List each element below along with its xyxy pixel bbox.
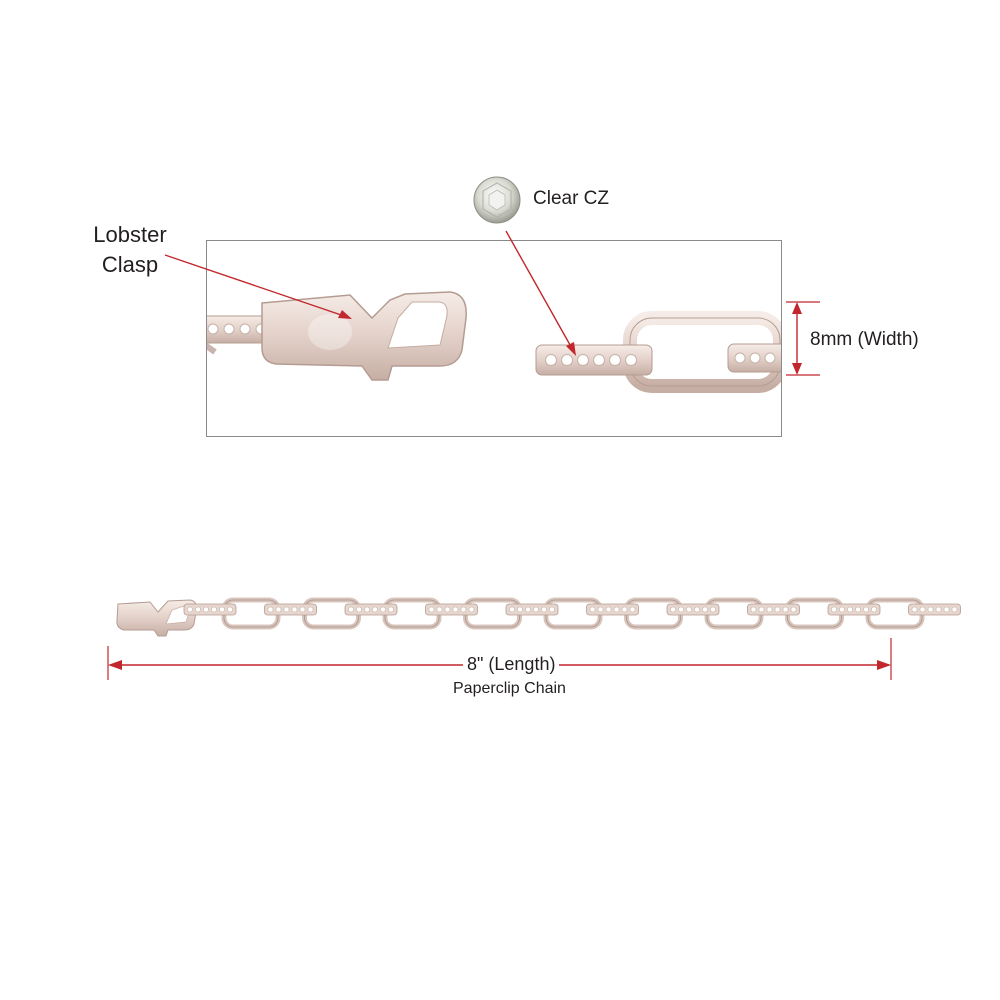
cz-bar-link-small [425,603,478,616]
cz-bar-link-small [908,603,961,616]
bracelet-full-view [116,597,961,637]
cz-pointer-arrow [566,342,576,356]
clasp-pointer-line [164,254,351,319]
cz-row [545,354,637,366]
cz-bar-link-small [264,603,317,616]
cz-bar-link-small [183,603,237,616]
cz-pointer-line [505,230,575,353]
cz-bar-link-small [827,603,881,616]
cz-bar-link-small [666,603,720,616]
cz-stone-icon [473,176,521,224]
clasp-label-line1: Lobster [93,222,167,247]
clasp-callout-label: Lobster Clasp [74,220,186,280]
stone-callout-label: Clear CZ [533,188,610,209]
length-dimension-label: 8" (Length) [463,654,560,675]
cz-bar-link-small [747,603,800,616]
detail-zoom-contents [207,291,781,393]
cz-bar-link-small [344,603,398,616]
clasp-label-line2: Clasp [101,252,159,277]
width-dimension-label: 8mm (Width) [810,329,919,350]
product-name: Paperclip Chain [453,680,566,697]
detail-zoom-frame [206,240,782,437]
clasp-pointer-arrow [338,310,352,319]
cz-bar-link-small [586,603,639,616]
cz-row [734,352,776,364]
cz-bar-link-small [505,603,559,616]
